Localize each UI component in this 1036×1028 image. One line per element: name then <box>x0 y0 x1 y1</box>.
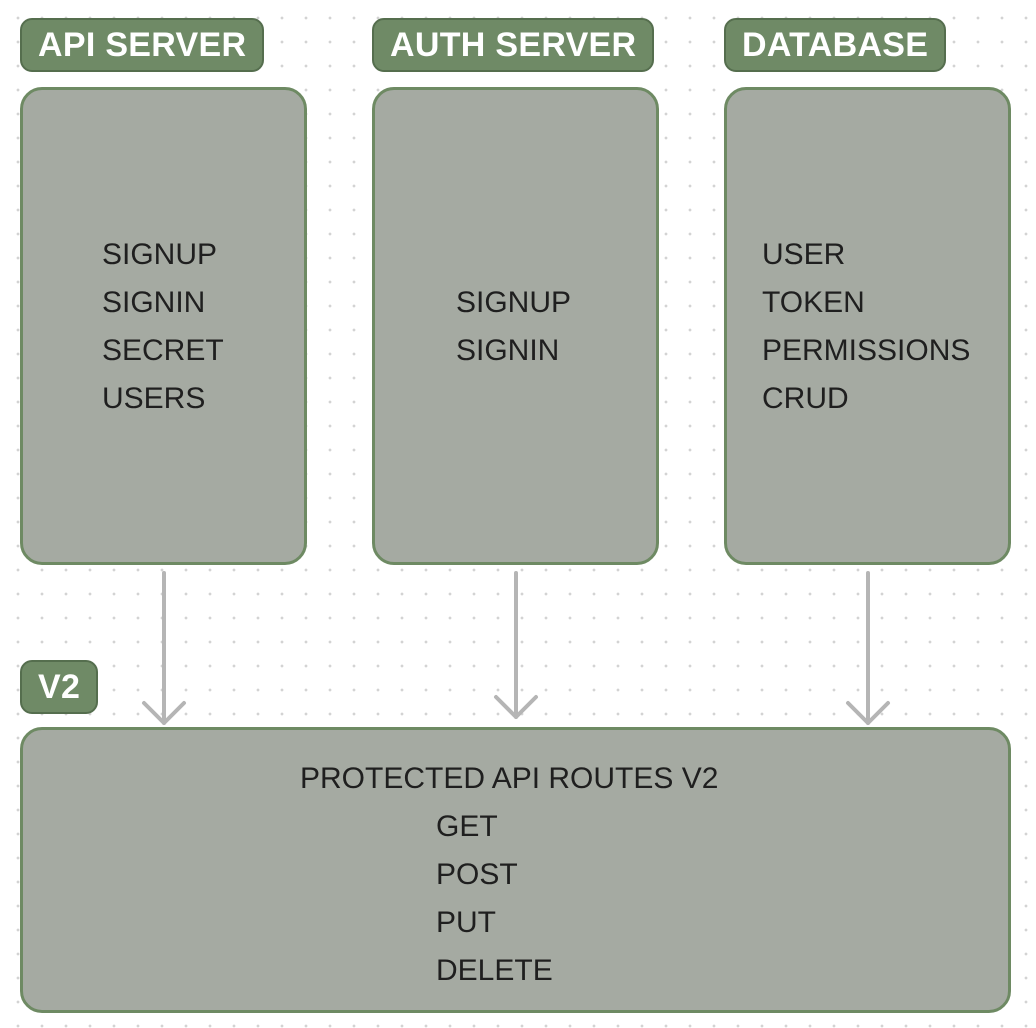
protected-routes-title: PROTECTED API ROUTES V2 <box>300 762 719 795</box>
list-item: GET <box>436 810 498 843</box>
database-tag: DATABASE <box>724 18 947 72</box>
list-item: SIGNUP <box>102 238 218 271</box>
list-item: SIGNUP <box>456 286 572 319</box>
list-item: CRUD <box>762 382 849 415</box>
arrow-database-to-routes <box>846 571 890 725</box>
protected-routes-box[interactable] <box>20 727 1011 1013</box>
arrow-api-to-routes <box>142 571 186 725</box>
list-item: SIGNIN <box>102 286 206 319</box>
api-server-tag: API SERVER <box>20 18 265 72</box>
protected-routes-list: GET POST PUT DELETE <box>436 803 553 995</box>
arrow-auth-to-routes <box>494 571 538 719</box>
auth-server-list: SIGNUP SIGNIN <box>456 279 571 375</box>
database-box[interactable] <box>724 87 1011 565</box>
api-server-list: SIGNUP SIGNIN SECRET USERS <box>102 231 224 423</box>
v2-tag: V2 <box>20 660 99 714</box>
list-item: POST <box>436 858 518 891</box>
list-item: SIGNIN <box>456 334 560 367</box>
auth-server-box[interactable] <box>372 87 659 565</box>
list-item: SECRET <box>102 334 224 367</box>
list-item: USERS <box>102 382 206 415</box>
list-item: PERMISSIONS <box>762 334 971 367</box>
list-item: USER <box>762 238 846 271</box>
list-item: TOKEN <box>762 286 865 319</box>
auth-server-tag: AUTH SERVER <box>372 18 655 72</box>
database-list: USER TOKEN PERMISSIONS CRUD <box>762 231 970 423</box>
list-item: DELETE <box>436 954 553 987</box>
list-item: PUT <box>436 906 496 939</box>
api-server-box[interactable] <box>20 87 307 565</box>
